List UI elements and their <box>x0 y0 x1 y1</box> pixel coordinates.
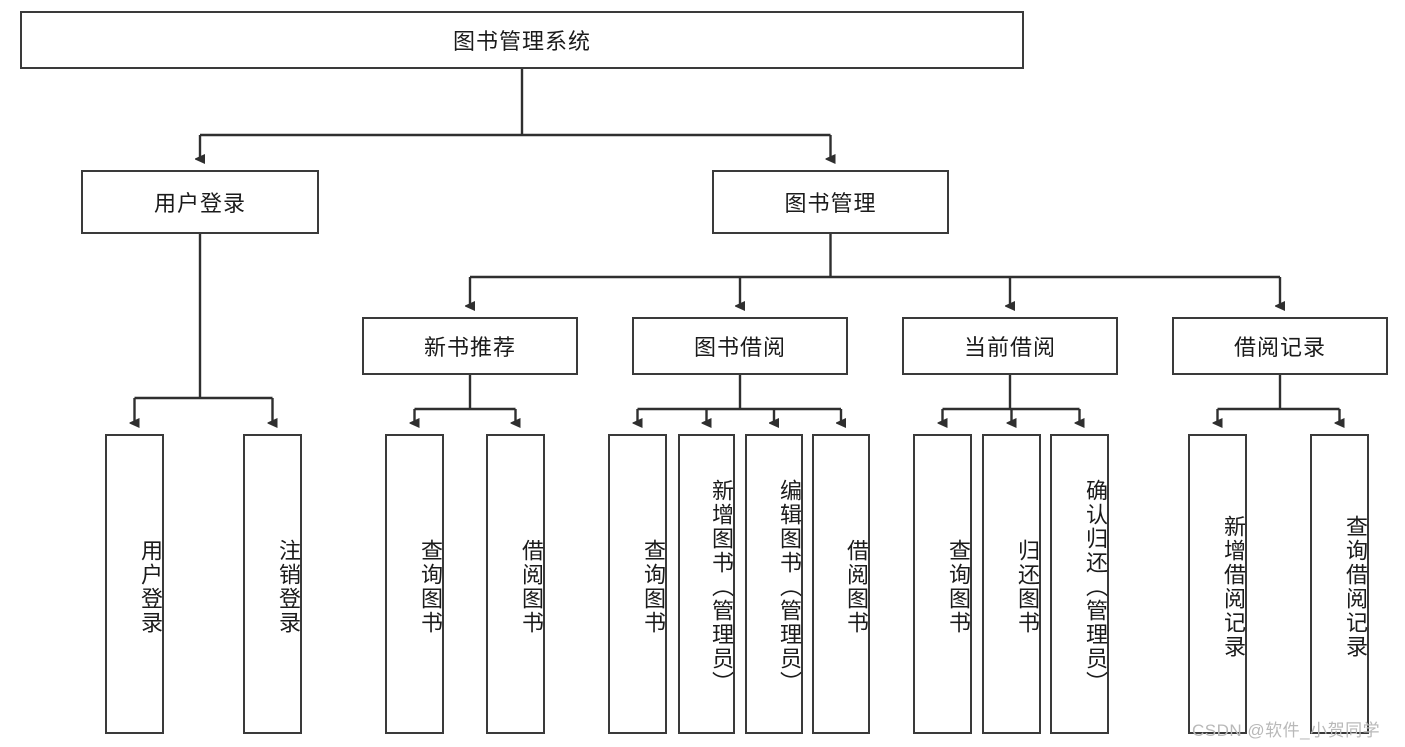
node-leaf-query-book-1[interactable]: 查询图书 <box>385 434 444 734</box>
node-book-borrow[interactable]: 图书借阅 <box>632 317 848 375</box>
node-leaf-borrow-book-2[interactable]: 借阅图书 <box>812 434 870 734</box>
node-user-login[interactable]: 用户登录 <box>81 170 319 234</box>
node-label: 确认归还（管理员） <box>1083 479 1108 695</box>
node-label: 新增借阅记录 <box>1221 515 1246 659</box>
node-leaf-query-book-3[interactable]: 查询图书 <box>913 434 972 734</box>
node-label: 编辑图书（管理员） <box>777 479 802 695</box>
node-root[interactable]: 图书管理系统 <box>20 11 1024 69</box>
node-leaf-confirm-return-admin[interactable]: 确认归还（管理员） <box>1050 434 1109 734</box>
node-leaf-borrow-book-1[interactable]: 借阅图书 <box>486 434 545 734</box>
node-label: 新书推荐 <box>423 335 516 360</box>
node-leaf-query-book-2[interactable]: 查询图书 <box>608 434 667 734</box>
node-leaf-user-login[interactable]: 用户登录 <box>105 434 164 734</box>
node-label: 归还图书 <box>1015 539 1040 635</box>
node-leaf-edit-book-admin[interactable]: 编辑图书（管理员） <box>745 434 803 734</box>
node-label: 借阅图书 <box>844 539 869 635</box>
node-label: 用户登录 <box>153 191 246 216</box>
node-label: 图书管理 <box>784 191 877 216</box>
node-label: 新增图书（管理员） <box>709 479 734 695</box>
node-leaf-return-book[interactable]: 归还图书 <box>982 434 1041 734</box>
node-label: 查询图书 <box>418 539 443 635</box>
node-label: 查询借阅记录 <box>1343 515 1368 659</box>
node-label: 当前借阅 <box>963 335 1056 360</box>
node-book-management[interactable]: 图书管理 <box>712 170 949 234</box>
node-new-book-recommend[interactable]: 新书推荐 <box>362 317 578 375</box>
node-label: 用户登录 <box>138 539 163 635</box>
node-leaf-add-book-admin[interactable]: 新增图书（管理员） <box>678 434 735 734</box>
node-borrow-record[interactable]: 借阅记录 <box>1172 317 1388 375</box>
node-leaf-add-borrow-record[interactable]: 新增借阅记录 <box>1188 434 1247 734</box>
node-label: 图书借阅 <box>693 335 786 360</box>
node-label: 借阅记录 <box>1233 335 1326 360</box>
node-leaf-query-borrow-record[interactable]: 查询借阅记录 <box>1310 434 1369 734</box>
node-label: 注销登录 <box>276 539 301 635</box>
node-label: 查询图书 <box>946 539 971 635</box>
node-label: 查询图书 <box>641 539 666 635</box>
node-current-borrow[interactable]: 当前借阅 <box>902 317 1118 375</box>
node-leaf-logout-login[interactable]: 注销登录 <box>243 434 302 734</box>
node-label: 借阅图书 <box>519 539 544 635</box>
csdn-watermark: CSDN @软件_小贺同学 <box>1192 721 1381 740</box>
node-label: 图书管理系统 <box>452 29 591 54</box>
